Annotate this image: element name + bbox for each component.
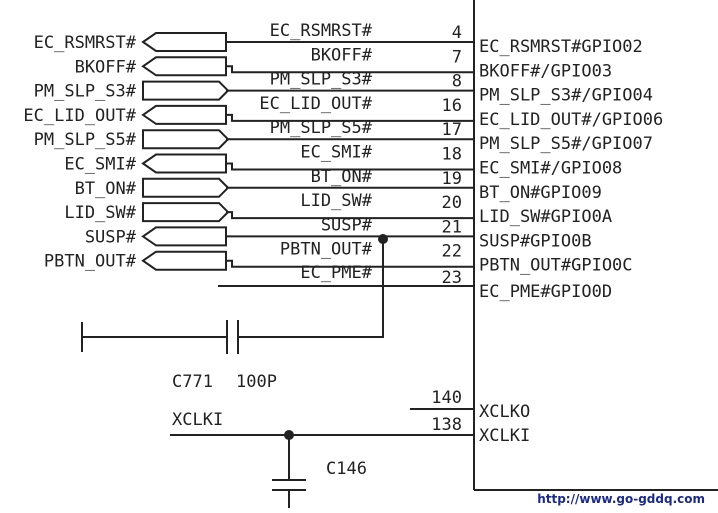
clock-pins: 140 XCLKO XCLKI 138 XCLKI C146 — [170, 388, 530, 508]
off-page-connector — [141, 56, 227, 77]
wire-net-label: PBTN_OUT# — [280, 240, 373, 260]
pin-function: EC_RSMRST#GPIO02 — [479, 37, 643, 57]
pin-number: 19 — [442, 169, 462, 189]
off-page-connector — [142, 129, 230, 150]
pin-function: EC_SMI#/GPIO08 — [479, 159, 622, 179]
xclko-pin-number: 140 — [431, 388, 462, 408]
c146-ref: C146 — [326, 459, 367, 479]
signal-wire — [226, 113, 474, 122]
pin-function: PM_SLP_S5#/GPIO07 — [479, 134, 653, 154]
wire-net-label: EC_LID_OUT# — [259, 94, 372, 114]
off-page-connector — [141, 250, 227, 271]
wire-net-label: LID_SW# — [300, 191, 372, 211]
port-rows: EC_RSMRST#EC_RSMRST#4EC_RSMRST#GPIO02BKO… — [23, 21, 663, 276]
off-page-connector — [142, 177, 230, 198]
xclko-pin-function: XCLKO — [479, 402, 530, 422]
off-page-connector — [142, 202, 230, 223]
watermark: http://www.go-gddq.com — [537, 492, 705, 506]
off-page-label: BKOFF# — [75, 57, 137, 77]
off-page-connector — [142, 80, 230, 101]
pin-function: SUSP#GPIO0B — [479, 231, 592, 251]
off-page-label: PBTN_OUT# — [44, 252, 137, 272]
c771-value: 100P — [236, 372, 277, 392]
off-page-label: SUSP# — [85, 227, 137, 247]
off-page-connector — [141, 104, 227, 125]
wire-net-label: PM_SLP_S3# — [270, 70, 373, 90]
ec-pme-wire-label: EC_PME# — [300, 263, 372, 283]
wire-net-label: BT_ON# — [311, 167, 373, 187]
off-page-label: EC_LID_OUT# — [23, 106, 136, 126]
pin-number: 4 — [452, 23, 462, 43]
off-page-label: PM_SLP_S3# — [34, 82, 137, 102]
wire-net-label: BKOFF# — [311, 45, 373, 65]
port-row-pm-slp-s3: PM_SLP_S3# PM_SLP_S3# 8PM_SLP_S3#/GPIO04 — [34, 70, 653, 106]
wire-net-label: EC_SMI# — [300, 143, 372, 163]
pin-number: 21 — [442, 217, 462, 237]
signal-wire — [226, 211, 474, 220]
pin-function: LID_SW#GPIO0A — [479, 207, 612, 227]
pin-number: 8 — [452, 72, 462, 92]
pin-number: 18 — [442, 145, 462, 165]
xclki-pin-number: 138 — [431, 415, 462, 435]
wire-net-label: SUSP# — [321, 215, 373, 235]
net-ec-pme: EC_PME# 23 EC_PME#GPIO0D — [218, 263, 612, 302]
off-page-label: EC_RSMRST# — [34, 33, 137, 53]
xclki-pin-function: XCLKI — [479, 426, 530, 446]
pin-number: 20 — [442, 193, 462, 213]
c771-circuit: C771 100P — [81, 234, 388, 392]
pin-number: 7 — [452, 47, 462, 67]
pin-number: 22 — [442, 242, 462, 262]
pin-number: 17 — [442, 120, 462, 140]
off-page-label: LID_SW# — [64, 203, 136, 223]
c771-ref: C771 — [172, 372, 213, 392]
pin-function: BT_ON#GPIO09 — [479, 183, 602, 203]
ec-pme-pin-number: 23 — [442, 268, 462, 288]
c771-wire — [238, 239, 384, 338]
pin-function: PBTN_OUT#GPIO0C — [479, 256, 633, 276]
wire-net-label: PM_SLP_S5# — [270, 118, 373, 138]
signal-wire — [226, 65, 474, 74]
signal-wire — [226, 259, 474, 268]
ec-pme-pin-function: EC_PME#GPIO0D — [479, 282, 612, 302]
xclki-net-label: XCLKI — [172, 410, 223, 430]
off-page-connector — [141, 226, 227, 247]
port-row-ec-lid-out: EC_LID_OUT# EC_LID_OUT# 16EC_LID_OUT#/GPIO… — [23, 94, 663, 130]
port-row-ec-rsmrst: EC_RSMRST# EC_RSMRST# 4EC_RSMRST#GPIO02 — [34, 21, 643, 57]
pin-function: BKOFF#/GPIO03 — [479, 61, 612, 81]
off-page-connector — [141, 153, 227, 174]
signal-wire — [226, 162, 474, 171]
off-page-label: BT_ON# — [75, 179, 137, 199]
off-page-label: PM_SLP_S5# — [34, 130, 137, 150]
pin-function: EC_LID_OUT#/GPIO06 — [479, 110, 663, 130]
off-page-connector — [141, 32, 227, 52]
off-page-label: EC_SMI# — [64, 155, 136, 175]
pin-function: PM_SLP_S3#/GPIO04 — [479, 86, 653, 106]
wire-net-label: EC_RSMRST# — [270, 21, 373, 41]
pin-number: 16 — [442, 96, 462, 116]
